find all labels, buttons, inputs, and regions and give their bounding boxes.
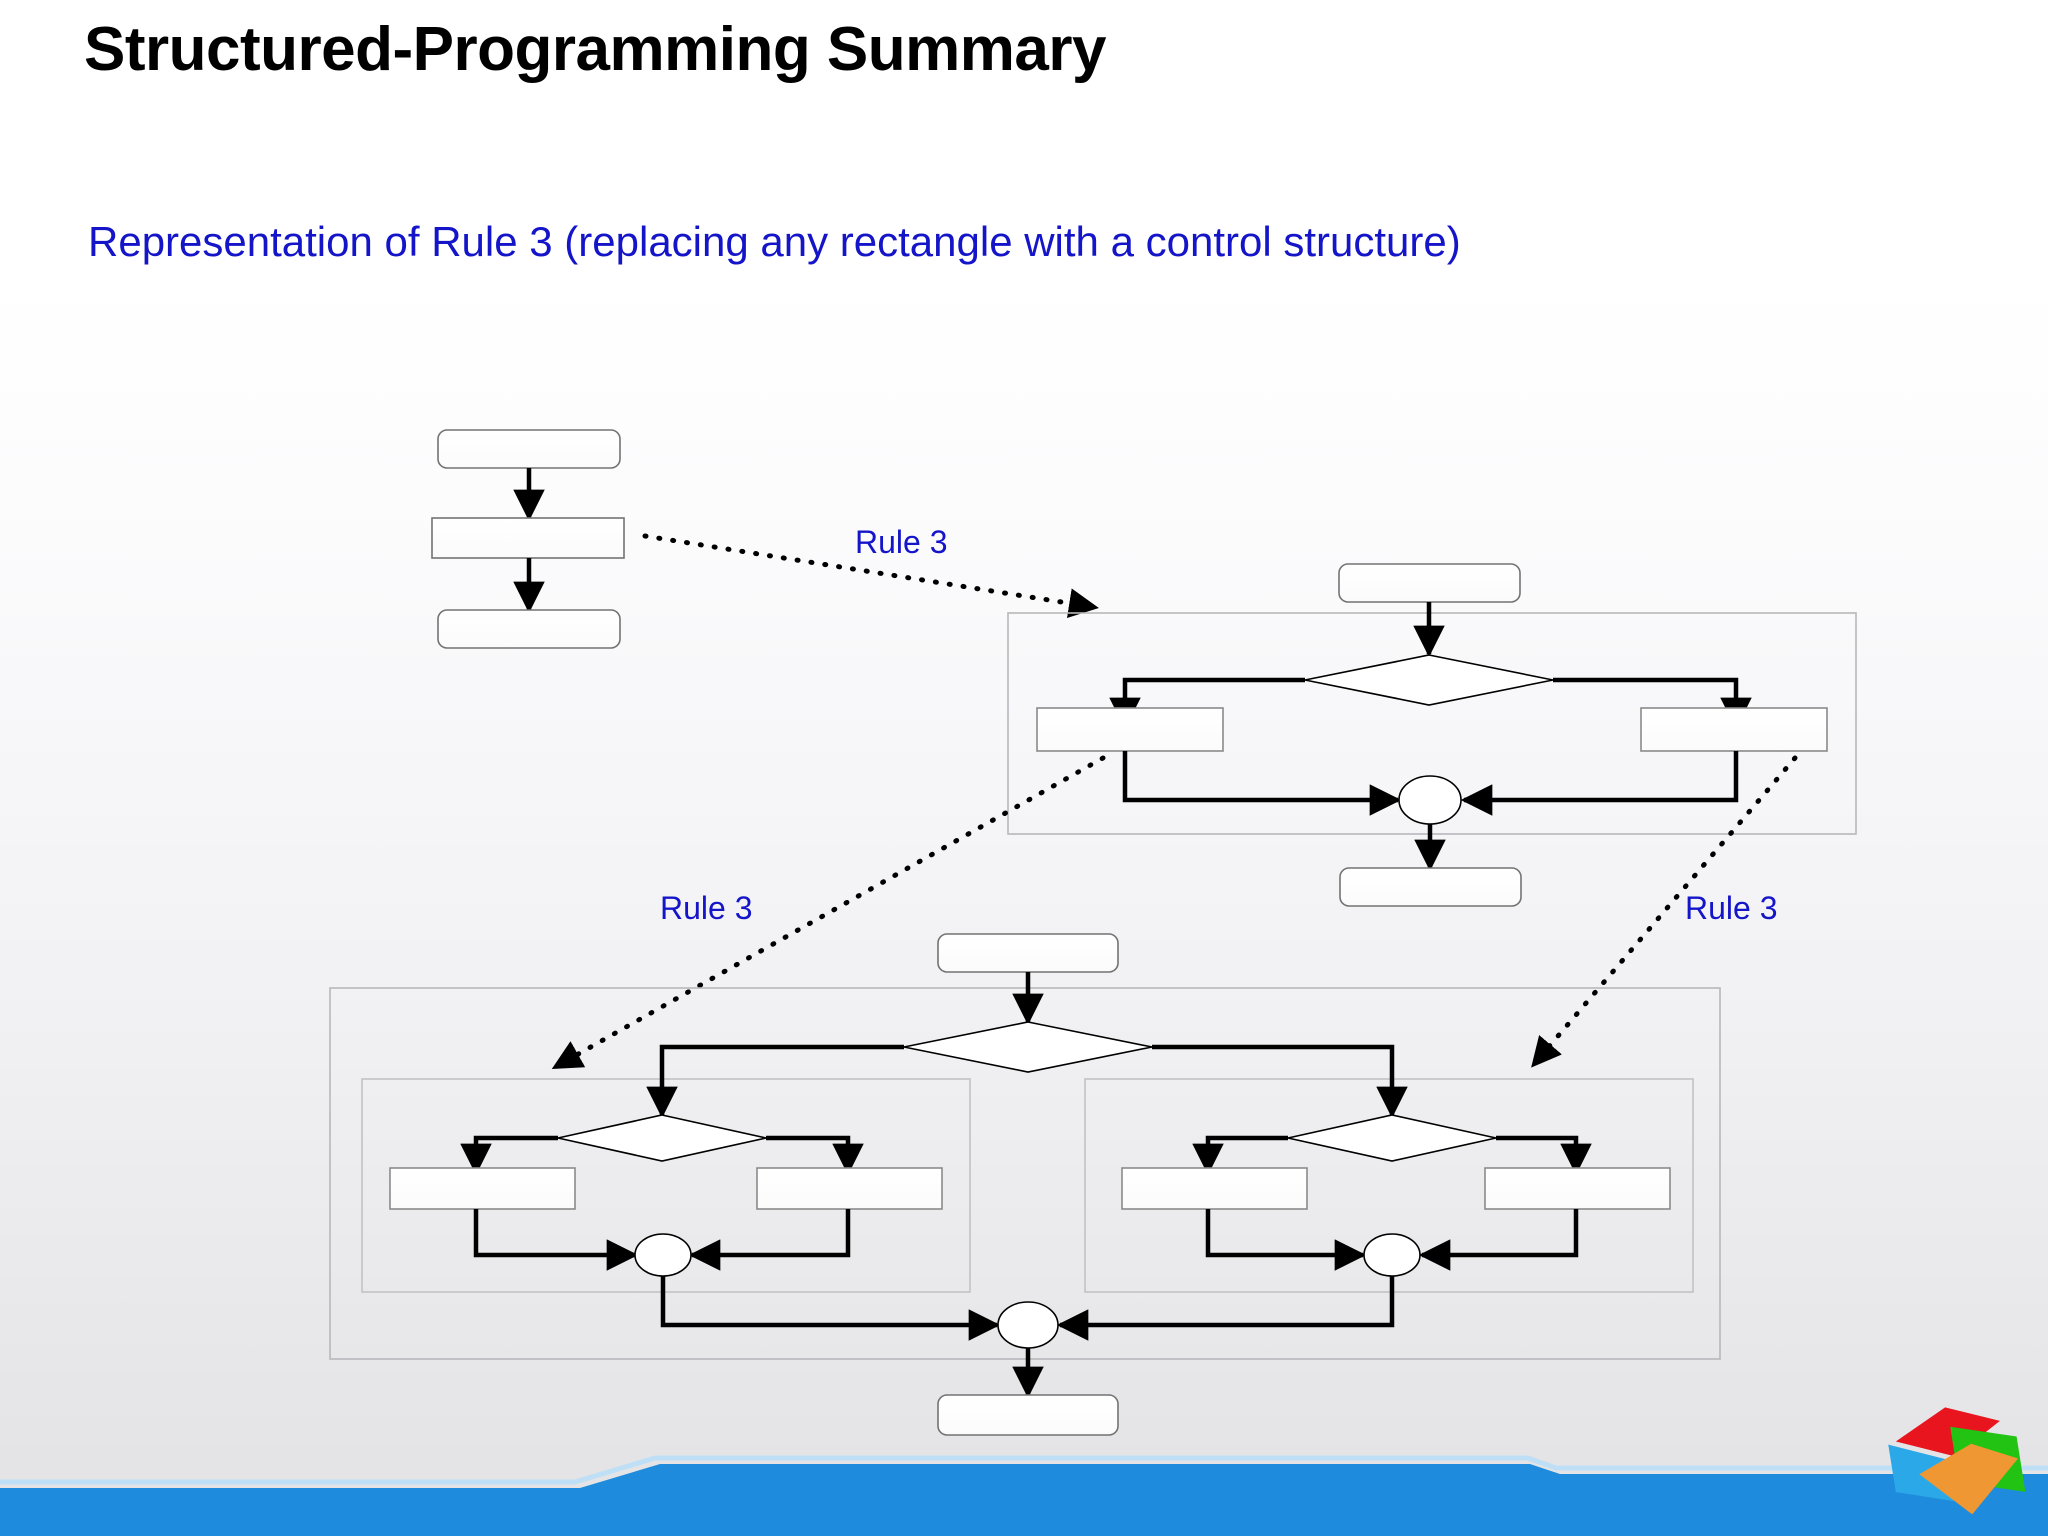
nested-right-edge-true [1192, 1135, 1288, 1176]
nested-merge-node [997, 1301, 1059, 1349]
nested-left-edge-true [460, 1135, 558, 1176]
rule3-arrow-3 [1531, 755, 1798, 1068]
if-else-left-rect [1036, 707, 1224, 752]
nested-outer-frame [329, 987, 1721, 1360]
cube-face-red [1895, 1407, 2000, 1457]
rule-3-label-3: Rule 3 [1685, 890, 1778, 926]
ifelse-end-node [1339, 867, 1522, 907]
ifelse-decision-node [1304, 654, 1554, 706]
nested-end-node [937, 1394, 1119, 1436]
nested-if-else-group [329, 933, 1721, 1436]
cube-face-orange [1919, 1443, 2019, 1515]
nested-left-frame [361, 1078, 971, 1293]
nested-left-edge-false-to-merge [688, 1209, 851, 1271]
nested-left-merge-node [634, 1233, 692, 1277]
nested-edge-leftmerge-to-final [660, 1276, 1001, 1341]
nested-left-edge-true-to-merge [473, 1209, 639, 1271]
nested-right-edge-false [1496, 1135, 1592, 1176]
if-else-group [1007, 563, 1857, 907]
sequence-stack-group [431, 429, 625, 649]
page-title: Structured-Programming Summary [84, 15, 1107, 84]
nested-right-decision-node [1287, 1114, 1497, 1162]
sequence-start-node [437, 429, 621, 469]
nested-right-branch-rect [1484, 1167, 1671, 1210]
ifelse-start-node [1338, 563, 1521, 603]
page-subtitle: Representation of Rule 3 (replacing any … [88, 218, 1461, 265]
nested-right-merge-node [1363, 1233, 1421, 1277]
rule3-arrow-2 [551, 755, 1106, 1069]
ribbon-highlight [0, 1455, 2048, 1485]
rule-3-label-2: Rule 3 [660, 890, 753, 926]
ifelse-merge-node [1398, 775, 1462, 825]
cube-logo [1888, 1407, 2026, 1515]
ifelse-edge-true-to-merge [1122, 751, 1402, 816]
nested-right-edge-false-to-merge [1418, 1209, 1579, 1271]
nested-edge-to-right [1152, 1044, 1408, 1119]
nested-right-frame [1084, 1078, 1694, 1293]
nested-left-edge-false [766, 1135, 864, 1176]
if-else-right-rect [1640, 707, 1828, 752]
nested-edge-rightmerge-to-final [1056, 1276, 1395, 1341]
nested-edge-to-left [646, 1044, 904, 1119]
footer-ribbon [0, 1455, 2048, 1536]
sequence-stack-middle-rect [431, 517, 625, 559]
nested-left-branch-rect [389, 1167, 576, 1210]
nested-right-true-rect [1121, 1167, 1308, 1210]
rule3-arrow-1 [642, 533, 1099, 619]
ifelse-edge-false-to-merge [1460, 751, 1739, 816]
nested-right-edge-true-to-merge [1205, 1209, 1367, 1271]
ribbon-shape [0, 1464, 2048, 1536]
rule-3-label-1: Rule 3 [855, 524, 948, 560]
nested-decision-node [903, 1021, 1153, 1073]
nested-left-decision-node [557, 1114, 767, 1162]
nested-left-false-rect [756, 1167, 943, 1210]
sequence-end-node [437, 609, 621, 649]
nested-start-node [937, 933, 1119, 973]
